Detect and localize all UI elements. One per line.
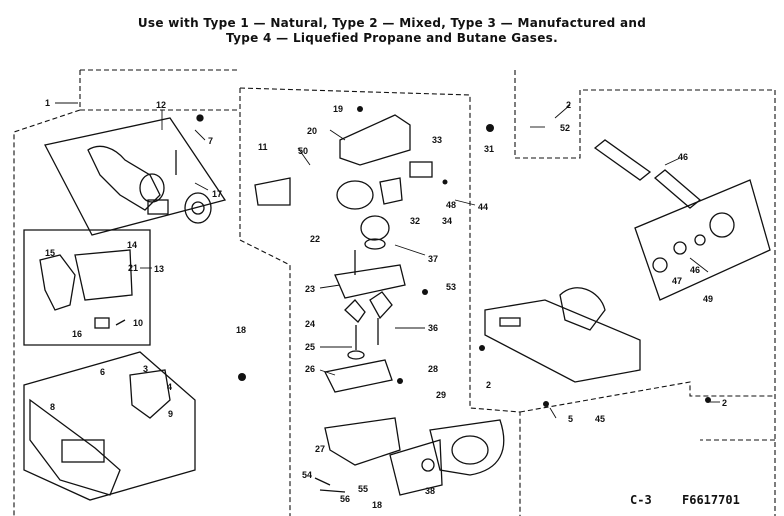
label-6: 6 bbox=[100, 367, 105, 377]
label-56: 56 bbox=[340, 494, 350, 504]
label-34: 34 bbox=[442, 216, 452, 226]
label-45: 45 bbox=[595, 414, 605, 424]
leader-lines bbox=[55, 102, 720, 419]
page-code: C-3 bbox=[630, 493, 652, 507]
label-27: 27 bbox=[315, 444, 325, 454]
label-1: 1 bbox=[45, 98, 50, 108]
label-52: 52 bbox=[560, 123, 570, 133]
label-50: 50 bbox=[298, 146, 308, 156]
label-48: 48 bbox=[446, 200, 456, 210]
label-46-top: 46 bbox=[678, 152, 688, 162]
label-20: 20 bbox=[307, 126, 317, 136]
label-24: 24 bbox=[305, 319, 315, 329]
label-17: 17 bbox=[212, 189, 222, 199]
label-53: 53 bbox=[446, 282, 456, 292]
label-32: 32 bbox=[410, 216, 420, 226]
label-12: 12 bbox=[156, 100, 166, 110]
label-15: 15 bbox=[45, 248, 55, 258]
fastener-34 bbox=[442, 179, 448, 185]
label-9: 9 bbox=[168, 409, 173, 419]
fastener-18-top bbox=[357, 106, 363, 112]
label-2-top: 2 bbox=[566, 100, 571, 110]
label-36: 36 bbox=[428, 323, 438, 333]
label-31: 31 bbox=[484, 144, 494, 154]
burner-bracket-assembly bbox=[484, 287, 641, 383]
fastener-2-bracket bbox=[479, 345, 485, 351]
fastener-18-lower bbox=[238, 373, 246, 381]
label-25: 25 bbox=[305, 342, 315, 352]
label-38: 38 bbox=[425, 486, 435, 496]
label-46-lower: 46 bbox=[690, 265, 700, 275]
label-26: 26 bbox=[305, 364, 315, 374]
label-23: 23 bbox=[305, 284, 315, 294]
label-33: 33 bbox=[432, 135, 442, 145]
diagram-part-number: F6617701 bbox=[682, 493, 740, 507]
label-3: 3 bbox=[143, 364, 148, 374]
pilot-ignitor-assembly bbox=[23, 351, 196, 501]
thermocouple-bracket-assembly bbox=[23, 229, 151, 346]
header-line-2: Type 4 — Liquefied Propane and Butane Ga… bbox=[226, 31, 558, 45]
group-boundaries bbox=[13, 69, 776, 516]
fastener-26 bbox=[397, 378, 403, 384]
label-21: 21 bbox=[128, 263, 138, 273]
label-4: 4 bbox=[167, 382, 172, 392]
label-55: 55 bbox=[358, 484, 368, 494]
fastener-31 bbox=[486, 124, 494, 132]
label-2-right: 2 bbox=[722, 398, 727, 408]
fasteners bbox=[238, 106, 711, 407]
gas-valve-assembly bbox=[254, 114, 505, 496]
label-29: 29 bbox=[436, 390, 446, 400]
label-47: 47 bbox=[672, 276, 682, 286]
diagram-header: Use with Type 1 — Natural, Type 2 — Mixe… bbox=[0, 16, 784, 46]
fastener-2-right bbox=[705, 397, 711, 403]
label-16: 16 bbox=[72, 329, 82, 339]
venturi-burner-assembly bbox=[44, 114, 227, 236]
part-labels: 1 12 7 17 13 15 14 21 10 16 18 6 3 4 9 8… bbox=[45, 98, 727, 510]
fastener-5 bbox=[543, 401, 549, 407]
label-54: 54 bbox=[302, 470, 312, 480]
label-8: 8 bbox=[50, 402, 55, 412]
label-19: 19 bbox=[333, 104, 343, 114]
label-5: 5 bbox=[568, 414, 573, 424]
label-10: 10 bbox=[133, 318, 143, 328]
label-7: 7 bbox=[208, 136, 213, 146]
label-28: 28 bbox=[428, 364, 438, 374]
label-18-left: 18 bbox=[236, 325, 246, 335]
label-14: 14 bbox=[127, 240, 137, 250]
label-13: 13 bbox=[154, 264, 164, 274]
label-22: 22 bbox=[310, 234, 320, 244]
manifold-orifice-assembly bbox=[593, 139, 771, 301]
label-2-bracket: 2 bbox=[486, 380, 491, 390]
label-37: 37 bbox=[428, 254, 438, 264]
label-49: 49 bbox=[703, 294, 713, 304]
header-line-1: Use with Type 1 — Natural, Type 2 — Mixe… bbox=[137, 16, 647, 30]
label-18-bottom: 18 bbox=[372, 500, 382, 510]
label-11: 11 bbox=[258, 142, 268, 152]
fastener-53 bbox=[422, 289, 428, 295]
label-44-center: 44 bbox=[478, 202, 488, 212]
